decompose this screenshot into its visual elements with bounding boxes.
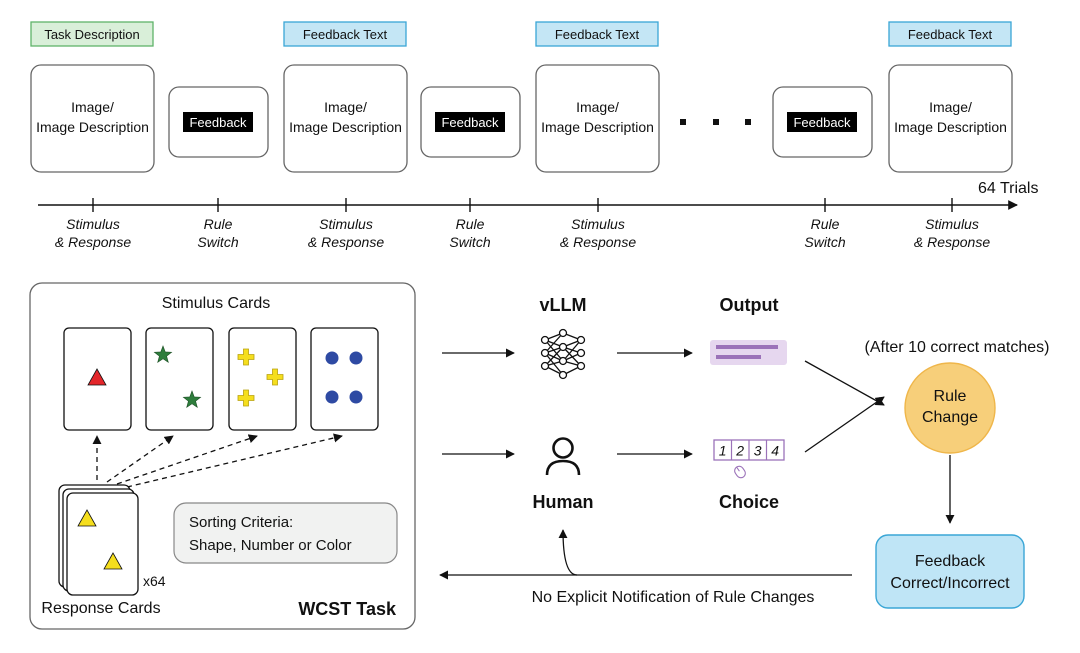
choice-label: Choice: [719, 492, 779, 512]
yellow-cross-icon: [266, 368, 284, 386]
feedback-chip-label: Feedback: [793, 115, 851, 130]
rule-change-node: Rule Change: [904, 362, 996, 454]
task-description-tag: Task Description: [30, 21, 154, 47]
stimulus-box-line1: Image/: [929, 99, 972, 115]
timeline-event-label: Switch: [449, 234, 490, 250]
blue-circle-icon: [325, 351, 339, 365]
response-cards-label: Response Cards: [41, 600, 160, 617]
blue-circle-icon: [349, 390, 363, 404]
stimulus-card-crosses: [228, 327, 297, 431]
stimulus-box-line2: Image Description: [289, 119, 402, 135]
stimulus-card-stars: [145, 327, 214, 431]
tag-label: Feedback Text: [555, 27, 640, 42]
text-output-icon: [710, 340, 787, 365]
choice-option: 2: [735, 443, 744, 459]
sorting-criteria-box: Sorting Criteria: Shape, Number or Color: [173, 502, 398, 564]
deck-count: x64: [143, 573, 166, 589]
matching-arrows: [92, 433, 343, 488]
flow: vLLM Human Output: [439, 295, 1050, 609]
neural-network-icon: [540, 328, 586, 380]
timeline-event-label: & Response: [560, 234, 636, 250]
feedback-text-tag: Feedback Text: [888, 21, 1012, 47]
timeline: Task Description Feedback Text Feedback Te…: [30, 21, 1038, 250]
sorting-criteria-line1: Sorting Criteria:: [189, 514, 293, 531]
response-card-deck: [58, 484, 139, 596]
no-notification-label: No Explicit Notification of Rule Changes: [532, 589, 815, 606]
choice-option: 3: [754, 443, 762, 459]
rule-change-line2: Change: [922, 409, 978, 426]
timeline-event-label: Switch: [197, 234, 238, 250]
tag-label: Feedback Text: [303, 27, 388, 42]
timeline-event-label: & Response: [308, 234, 384, 250]
timeline-event-label: Stimulus: [66, 216, 120, 232]
choice-option: 4: [771, 443, 779, 459]
feedback-text-tag: Feedback Text: [283, 21, 407, 47]
vllm-label: vLLM: [540, 295, 587, 315]
stimulus-box-line2: Image Description: [894, 119, 1007, 135]
timeline-event-label: & Response: [914, 234, 990, 250]
header-tags: Task Description Feedback Text Feedback Te…: [30, 21, 1012, 47]
stimulus-box-line1: Image/: [576, 99, 619, 115]
timeline-event-label: Rule: [204, 216, 233, 232]
green-star-icon: [182, 390, 202, 408]
feedback-box-1: Feedback: [168, 86, 269, 158]
stimulus-box-1: Image/ Image Description: [30, 64, 155, 173]
timeline-event-label: Rule: [811, 216, 840, 232]
stimulus-card-triangle: [63, 327, 132, 431]
wcst-task-panel: Stimulus Cards: [29, 282, 416, 630]
choice-option: 1: [719, 443, 727, 459]
feedback-node-line2: Correct/Incorrect: [890, 575, 1010, 592]
stimulus-box-3: Image/ Image Description: [535, 64, 660, 173]
feedback-node-line1: Feedback: [915, 553, 986, 570]
trials-label: 64 Trials: [978, 180, 1038, 197]
yellow-cross-icon: [237, 389, 255, 407]
timeline-event-label: Rule: [456, 216, 485, 232]
blue-circle-icon: [325, 390, 339, 404]
after-correct-matches-label: (After 10 correct matches): [865, 339, 1050, 356]
feedback-node: Feedback Correct/Incorrect: [875, 534, 1025, 609]
yellow-triangle-icon: [77, 509, 97, 527]
stimulus-box-line2: Image Description: [36, 119, 149, 135]
mouse-icon: [734, 465, 746, 479]
stimulus-box-2: Image/ Image Description: [283, 64, 408, 173]
timeline-event-label: & Response: [55, 234, 131, 250]
wcst-task-title: WCST Task: [298, 599, 397, 619]
timeline-event-label: Stimulus: [319, 216, 373, 232]
timeline-event-label: Stimulus: [571, 216, 625, 232]
timeline-event-label: Switch: [804, 234, 845, 250]
human-icon: [545, 437, 581, 476]
stimulus-box-line1: Image/: [71, 99, 114, 115]
choice-selector: 1 2 3 4: [713, 439, 785, 479]
output-label: Output: [720, 295, 779, 315]
stimulus-box-4: Image/ Image Description: [888, 64, 1013, 173]
human-label: Human: [532, 492, 593, 512]
stimulus-card-circles: [310, 327, 379, 431]
human-feedback-arrow: [558, 529, 578, 576]
feedback-box-3: Feedback: [772, 86, 873, 158]
ellipsis-dots: [680, 119, 751, 125]
rule-change-line1: Rule: [934, 388, 967, 405]
feedback-chip-label: Feedback: [441, 115, 499, 130]
stimulus-cards-title: Stimulus Cards: [162, 295, 270, 312]
stimulus-box-line1: Image/: [324, 99, 367, 115]
blue-circle-icon: [349, 351, 363, 365]
feedback-text-tag: Feedback Text: [535, 21, 659, 47]
red-triangle-icon: [87, 368, 107, 386]
tag-label: Feedback Text: [908, 27, 993, 42]
sorting-criteria-line2: Shape, Number or Color: [189, 537, 352, 554]
feedback-box-2: Feedback: [420, 86, 521, 158]
yellow-triangle-icon: [103, 552, 123, 570]
yellow-cross-icon: [237, 348, 255, 366]
tag-label: Task Description: [44, 27, 139, 42]
green-star-icon: [153, 345, 173, 363]
timeline-event-label: Stimulus: [925, 216, 979, 232]
feedback-chip-label: Feedback: [189, 115, 247, 130]
stimulus-box-line2: Image Description: [541, 119, 654, 135]
